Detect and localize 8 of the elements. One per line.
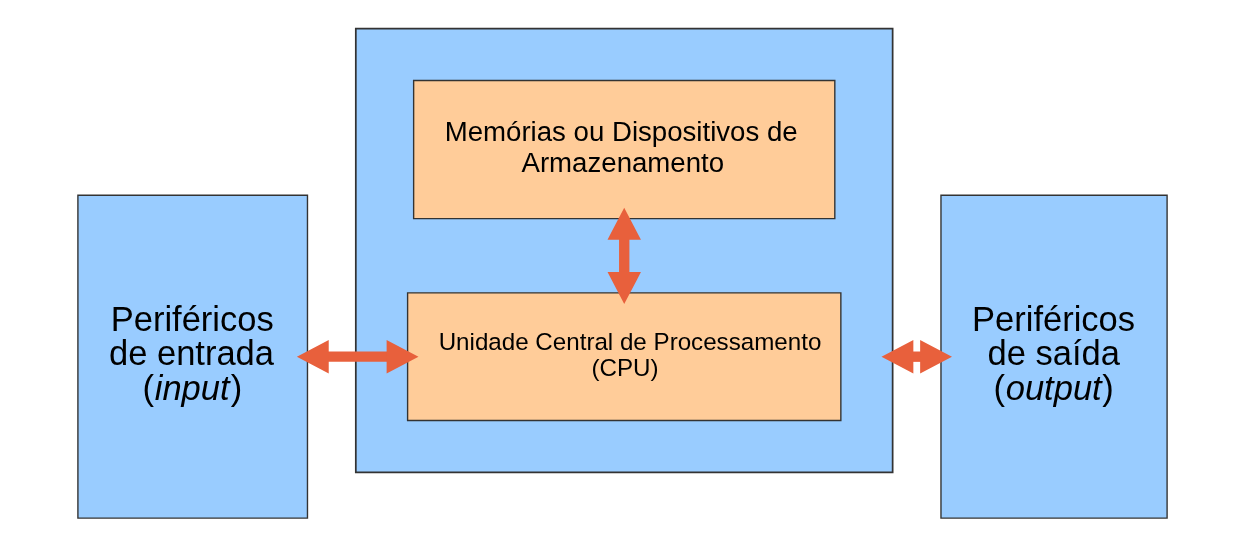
node-box: Periféricos de entrada (input)	[76, 194, 308, 519]
arrow	[607, 207, 641, 304]
cluster	[354, 27, 893, 474]
node-box: Unidade Central de Processamento (CPU)	[406, 292, 842, 422]
node-box: Memórias ou Dispositivos de Armazenamento	[412, 79, 835, 220]
arrow	[296, 339, 418, 374]
node-box: Periféricos de saída (output)	[939, 194, 1168, 519]
arrow	[881, 339, 952, 374]
